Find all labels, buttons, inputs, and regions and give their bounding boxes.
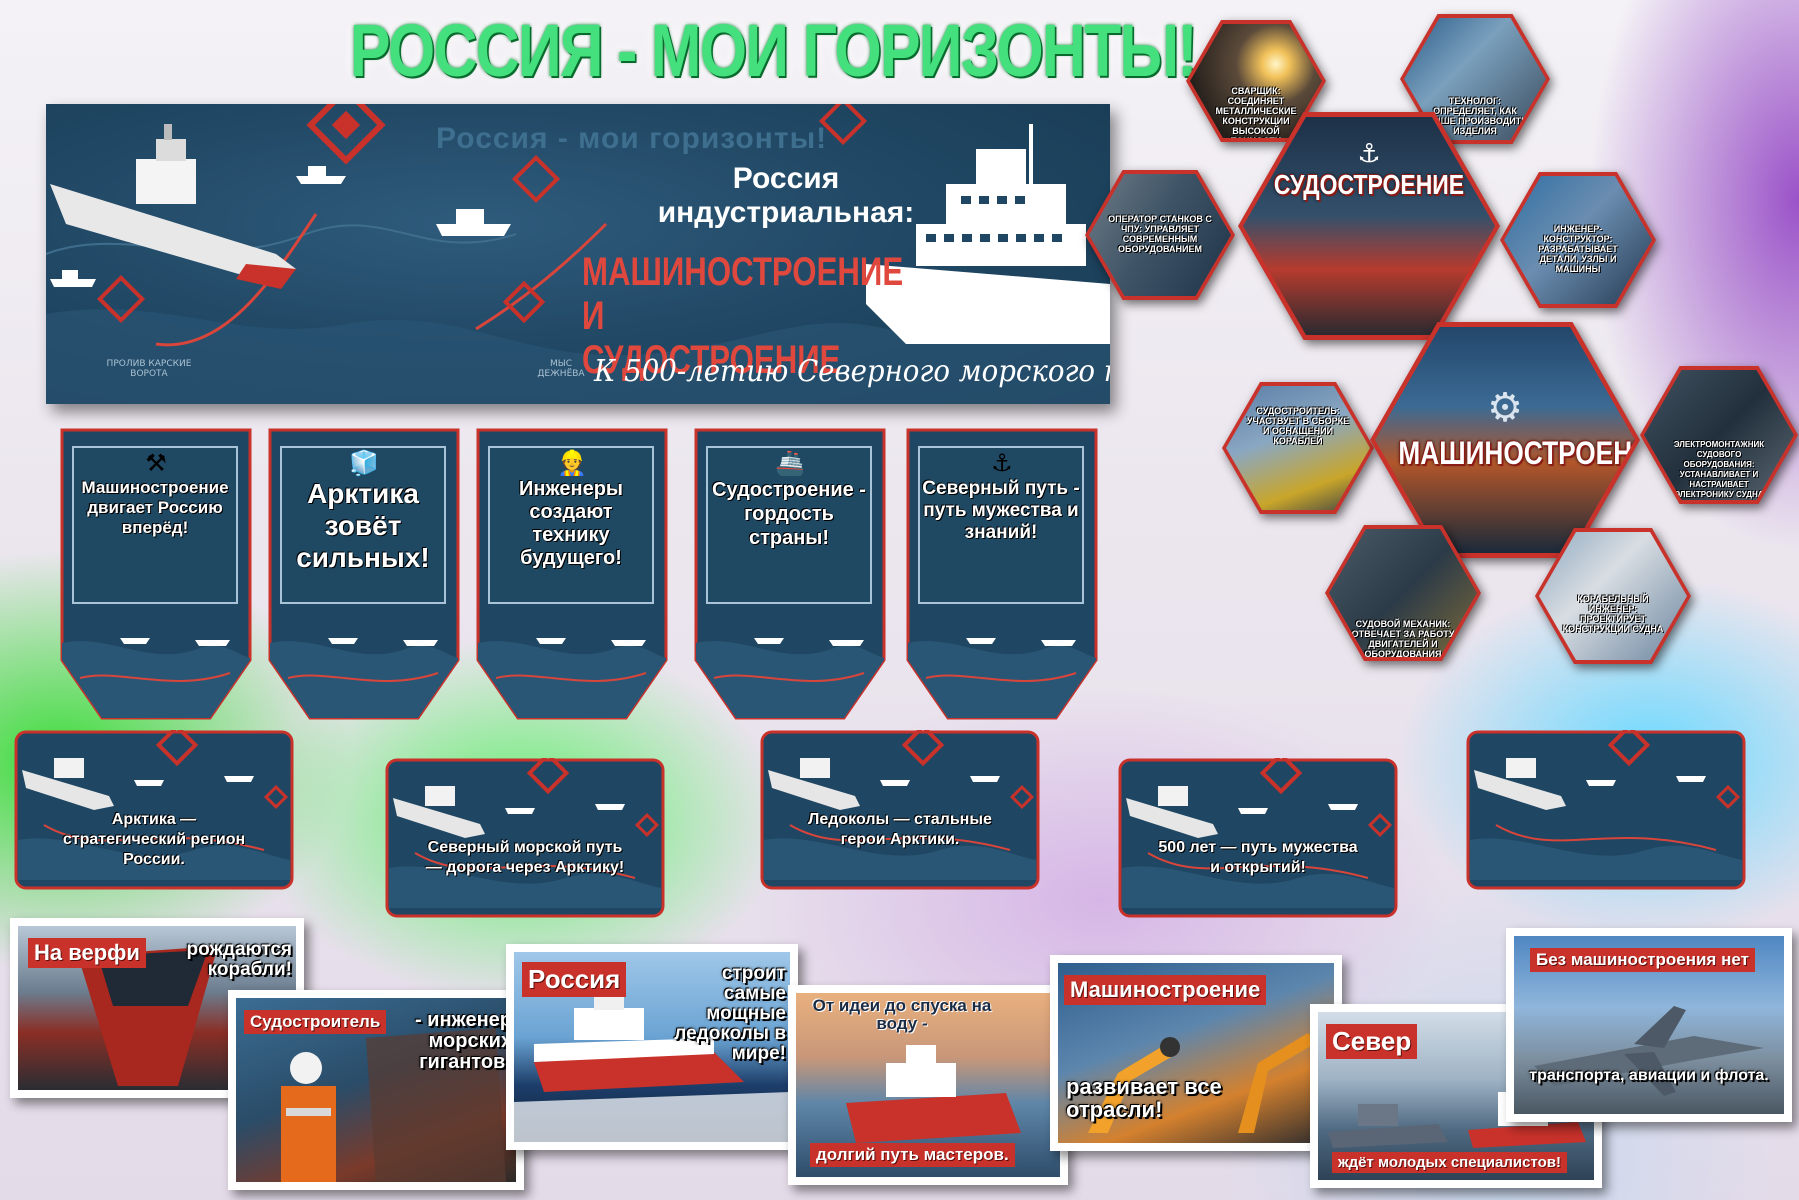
poster-idea: От идеи до спуска на воду - долгий путь … — [788, 985, 1068, 1185]
pennant-text: Машиностроение двигает Россию вперёд! — [81, 478, 229, 537]
hex-electrician: ЭЛЕКТРОМОНТАЖНИК СУДОВОГО ОБОРУДОВАНИЯ: … — [1640, 366, 1798, 504]
card-background — [1466, 730, 1746, 890]
banner-watermark: Россия - мои горизонты! — [436, 122, 828, 155]
pennant: 🧊Арктика зовёт сильных! — [268, 428, 460, 720]
icebreaker-photo — [514, 992, 790, 1142]
info-card: Ледоколы — стальные герои Арктики. — [760, 730, 1040, 890]
poster-bottom-tag: ждёт молодых специалистов! — [1332, 1152, 1567, 1173]
map-label-dezhnev: МЫС ДЕЖНЁВА — [537, 359, 585, 379]
poster-shipbuilder: Судостроитель - инженер морских гигантов… — [228, 990, 524, 1190]
pennant-frame — [706, 446, 872, 604]
pennant-text: Северный путь - путь мужества и знаний! — [922, 478, 1080, 543]
info-card — [1466, 730, 1746, 890]
hex-caption: СУДОСТРОИТЕЛЬ: УЧАСТВУЕТ В СБОРКЕ И ОСНА… — [1246, 406, 1350, 446]
info-card: Арктика — стратегический регион России. — [14, 730, 294, 890]
poster-text: рождаются корабли! — [186, 939, 292, 980]
pennant-icon: ⚒ — [145, 449, 167, 477]
poster-transport: Без машиностроения нет транспорта, авиац… — [1506, 928, 1792, 1122]
hex-caption: ИНЖЕНЕР-КОНСТРУКТОР: РАЗРАБАТЫВАЕТ ДЕТАЛ… — [1538, 224, 1618, 274]
robot-arm-image — [1088, 1033, 1316, 1133]
icebreaker-image — [50, 124, 296, 289]
hex-caption: ЭЛЕКТРОМОНТАЖНИК СУДОВОГО ОБОРУДОВАНИЯ: … — [1673, 440, 1765, 499]
gear-icon: ⚙ — [1487, 385, 1523, 431]
hex-caption: СВАРЩИК: СОЕДИНЯЕТ МЕТАЛЛИЧЕСКИЕ КОНСТРУ… — [1215, 86, 1297, 146]
poster-russia: Россия строит самые мощные ледоколы в ми… — [506, 944, 798, 1150]
pennant-frame — [918, 446, 1084, 604]
poster-text: От идеи до спуска на воду - — [812, 996, 992, 1033]
poster-tag: Россия — [522, 962, 627, 997]
hex-caption: СУДОВОЙ МЕХАНИК: ОТВЕЧАЕТ ЗА РАБОТУ ДВИГ… — [1351, 619, 1455, 659]
hex-machinebuilding: ⚙ МАШИНОСТРОЕНИЕ — [1370, 322, 1640, 558]
banner-topic: МАШИНОСТРОЕНИЕ И СУДОСТРОЕНИЕ — [582, 250, 904, 382]
hex-design-engineer: ИНЖЕНЕР-КОНСТРУКТОР: РАЗРАБАТЫВАЕТ ДЕТАЛ… — [1500, 172, 1656, 308]
poster-tag: Север — [1326, 1024, 1418, 1059]
hex-caption: КОРАБЕЛЬНЫЙ ИНЖЕНЕР: ПРОЕКТИРУЕТ КОНСТРУ… — [1562, 594, 1664, 634]
pennant-icon: ⚓ — [991, 449, 1013, 477]
poster-tag: Судостроитель — [244, 1010, 387, 1034]
pennant-icon: 🚢 — [775, 449, 805, 477]
pennant-frame — [72, 446, 238, 604]
card-text: 500 лет — путь мужества и открытий! — [1158, 839, 1358, 876]
pennant-text: Судостроение - гордость страны! — [712, 479, 866, 549]
ship-silhouette — [866, 124, 1110, 344]
hex-title: МАШИНОСТРОЕНИЕ — [1398, 435, 1669, 471]
pennant: 👷Инженеры создают технику будущего! — [476, 428, 668, 720]
pennant: 🚢Судостроение - гордость страны! — [694, 428, 886, 720]
card-text: Арктика — стратегический регион России. — [62, 811, 246, 868]
map-label-karskie: ПРОЛИВ КАРСКИЕ ВОРОТА — [106, 359, 192, 379]
info-card: Северный морской путь — дорога через Арк… — [385, 758, 665, 918]
worker-image — [281, 1028, 506, 1182]
hex-caption: ОПЕРАТОР СТАНКОВ С ЧПУ: УПРАВЛЯЕТ СОВРЕМ… — [1108, 214, 1212, 254]
poster-tag: Машиностроение — [1064, 975, 1267, 1005]
hex-shipbuilder: СУДОСТРОИТЕЛЬ: УЧАСТВУЕТ В СБОРКЕ И ОСНА… — [1222, 382, 1374, 514]
poster-text: транспорта, авиации и флота. — [1529, 1067, 1769, 1084]
card-background — [14, 730, 294, 890]
banner-subtitle: Россия индустриальная: — [657, 162, 915, 229]
card-background — [1118, 758, 1398, 918]
hex-naval-engineer: КОРАБЕЛЬНЫЙ ИНЖЕНЕР: ПРОЕКТИРУЕТ КОНСТРУ… — [1535, 528, 1691, 664]
poster-tag: На верфи — [28, 938, 146, 968]
anchor-icon: ⚓ — [1357, 139, 1381, 169]
banner-map — [46, 104, 1110, 404]
banner-anniversary: К 500-летию Северного морского пути — [594, 354, 1110, 389]
launch-image — [846, 1045, 1021, 1143]
hero-banner: Россия - мои горизонты! Россия индустриа… — [46, 104, 1110, 404]
poster-text: строит самые мощные ледоколы в мире! — [674, 963, 786, 1064]
pennant-icon: 👷 — [557, 449, 587, 477]
pennant: ⚒Машиностроение двигает Россию вперёд! — [60, 428, 252, 720]
card-background — [385, 758, 665, 918]
small-ships — [50, 166, 511, 287]
poster-machine: Машиностроение развивает все отрасли! — [1050, 955, 1342, 1151]
pennant-frame — [488, 446, 654, 604]
poster-shipyard: На верфи рождаются корабли! — [10, 918, 304, 1098]
main-title: РОССИЯ - МОИ ГОРИЗОНТЫ! — [350, 9, 1198, 92]
card-background — [760, 730, 1040, 890]
pennant-text: Инженеры создают технику будущего! — [519, 478, 623, 569]
pennant-text: Арктика зовёт сильных! — [296, 478, 430, 573]
poster-bottom-tag: долгий путь мастеров. — [810, 1143, 1015, 1167]
hex-title: СУДОСТРОЕНИЕ — [1273, 169, 1465, 200]
hex-shipbuilding: ⚓ СУДОСТРОЕНИЕ — [1238, 112, 1500, 340]
card-text: Северный морской путь — дорога через Арк… — [425, 839, 625, 876]
pennant-icon: 🧊 — [349, 449, 379, 477]
jet-image — [1534, 1006, 1764, 1096]
pennant-frame — [280, 446, 446, 604]
info-card: 500 лет — путь мужества и открытий! — [1118, 758, 1398, 918]
card-text: Ледоколы — стальные герои Арктики. — [808, 811, 992, 848]
hex-cnc-operator: ОПЕРАТОР СТАНКОВ С ЧПУ: УПРАВЛЯЕТ СОВРЕМ… — [1085, 170, 1235, 300]
poster-text: развивает все отрасли! — [1066, 1074, 1222, 1123]
hex-ship-mechanic: СУДОВОЙ МЕХАНИК: ОТВЕЧАЕТ ЗА РАБОТУ ДВИГ… — [1325, 525, 1481, 661]
poster-text: - инженер морских гигантов! — [414, 1009, 512, 1073]
poster-tag: Без машиностроения нет — [1530, 948, 1755, 972]
pennant: ⚓Северный путь - путь мужества и знаний! — [906, 428, 1098, 720]
hex-caption: ТЕХНОЛОГ: ОПРЕДЕЛЯЕТ, КАК ЛУЧШЕ ПРОИЗВОД… — [1422, 96, 1528, 136]
